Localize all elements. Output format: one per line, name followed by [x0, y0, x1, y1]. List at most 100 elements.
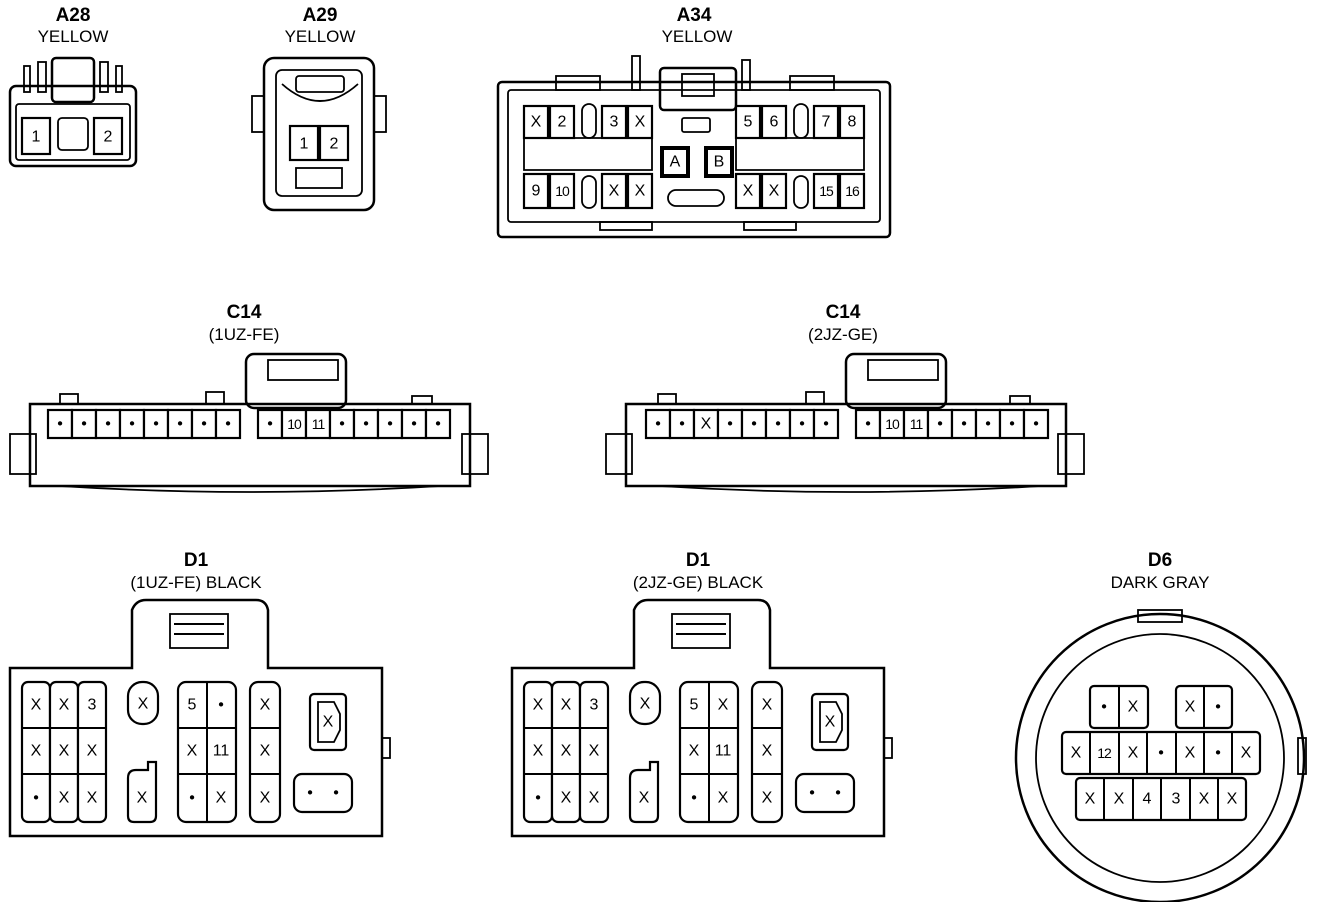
d1-1uz-lock	[169, 613, 229, 649]
a34-slot	[793, 103, 809, 139]
a29-cavity-2	[318, 124, 350, 162]
c14-1uz-pin: •	[387, 416, 393, 433]
connector-a29: A29 YELLOW 1 2	[251, 5, 387, 212]
d6-pin: X	[1085, 791, 1096, 808]
c14-2jz-cavity	[644, 408, 672, 440]
d1-2jz-pin: X	[718, 790, 729, 807]
a34-pin: 10	[555, 183, 570, 199]
a34-pin: 5	[744, 114, 753, 131]
d1-2jz-pair	[794, 772, 856, 814]
a29-color: YELLOW	[285, 27, 356, 46]
a34-cavity	[522, 104, 550, 140]
c14-2jz-lock	[844, 352, 948, 410]
d1-2jz-pin: X	[589, 743, 600, 760]
c14-1uz-lock	[244, 352, 348, 410]
d6-row-3: X X 4 3 X X	[1074, 776, 1248, 822]
c14-2jz-cavity	[974, 408, 1002, 440]
c14-1uz-pin: •	[411, 416, 417, 433]
d1-2jz-pin: 5	[690, 697, 699, 714]
d1-1uz-housing	[8, 598, 384, 838]
connector-a28: A28 YELLOW 1 2	[8, 5, 138, 168]
c14-1uz-foot	[59, 485, 441, 493]
c14-1uz-cavity	[94, 408, 122, 440]
c14-2jz-pin: •	[961, 416, 967, 433]
d1-1uz-pin: •	[307, 785, 313, 802]
a28-color: YELLOW	[38, 27, 109, 46]
a34-cavity	[600, 172, 628, 210]
a34-cavity	[522, 172, 550, 210]
a29-pin-1: 1	[300, 136, 309, 153]
d6-id: D6	[1148, 550, 1172, 571]
d1-2jz-pin: X	[640, 696, 651, 713]
c14-2jz-pin: •	[751, 416, 757, 433]
a34-foot-left	[599, 221, 653, 231]
d1-2jz-single-bottom	[628, 760, 660, 824]
d1-1uz-pin: •	[333, 785, 339, 802]
connector-a34: A34 YELLOW X 2 3 X 5	[496, 5, 892, 239]
a28-center-key	[57, 117, 89, 151]
d1-1uz-grid-a: X X 3 X X X • X X	[20, 680, 108, 824]
c14-2jz-variant: (2JZ-GE)	[808, 325, 878, 344]
c14-1uz-cavity	[400, 408, 428, 440]
a34-key-a	[660, 146, 690, 178]
c14-2jz-cavity	[854, 408, 882, 440]
a28-face	[15, 103, 131, 161]
d1-2jz-pin: X	[533, 743, 544, 760]
a34-cavity	[812, 172, 840, 210]
c14-2jz-pin: •	[679, 416, 685, 433]
c14-2jz-pin: •	[1009, 416, 1015, 433]
d1-2jz-pin: 11	[715, 743, 732, 760]
d6-pin: X	[1128, 699, 1139, 716]
d1-1uz-grid-b: 5 • X 11 • X	[176, 680, 238, 824]
c14-2jz-ear-right	[1057, 433, 1085, 475]
connector-d6: D6 DARK GRAY • X X • X 12 X •	[1014, 550, 1307, 902]
d1-1uz-pin: X	[260, 790, 271, 807]
c14-2jz-pin: •	[865, 416, 871, 433]
d6-pin: X	[1241, 745, 1252, 762]
a34-cavity	[760, 172, 788, 210]
d6-row-1: • X X •	[1088, 684, 1234, 730]
a34-pin: 8	[848, 114, 857, 131]
a29-side-tab-left	[251, 95, 265, 133]
a34-housing	[496, 80, 892, 239]
c14-1uz-cavity	[214, 408, 242, 440]
a29-cavity-1	[288, 124, 320, 162]
d1-2jz-column	[578, 680, 610, 824]
a34-top-rib-right	[789, 75, 835, 91]
c14-2jz-ear-left	[605, 433, 633, 475]
d1-2jz-single-top	[628, 680, 662, 726]
a34-color: YELLOW	[662, 27, 733, 46]
a29-latch-arc	[281, 83, 359, 102]
a28-pin-1: 1	[32, 129, 41, 146]
a34-top-right-group: 5 6 7 8	[734, 103, 866, 140]
d1-2jz-id: D1	[686, 550, 711, 571]
d6-pin: •	[1215, 745, 1221, 762]
a29-face	[275, 69, 363, 197]
d6-inner-ring	[1035, 633, 1285, 883]
d6-color: DARK GRAY	[1111, 573, 1210, 592]
a34-cavity	[734, 172, 762, 210]
a34-key-a-label: A	[670, 154, 681, 171]
a34-bottom-slot	[667, 189, 725, 207]
c14-2jz-pin: 10	[885, 416, 900, 432]
d1-2jz-housing	[510, 598, 886, 838]
d1-2jz-pin: X	[561, 790, 572, 807]
d1-2jz-grid-b: 5 X X 11 • X	[678, 680, 740, 824]
c14-2jz-rib	[657, 393, 677, 405]
a28-rib-right	[115, 65, 123, 93]
d1-1uz-pin: •	[33, 790, 39, 807]
c14-2jz-pin: •	[775, 416, 781, 433]
c14-1uz-pin: •	[105, 416, 111, 433]
a34-top-rib-left	[555, 75, 601, 91]
connector-c14-2jz: C14 (2JZ-GE) • • X • • • • •	[605, 302, 1085, 493]
c14-1uz-pin: •	[225, 416, 231, 433]
a34-top-left-group: X 2 3 X	[522, 103, 654, 140]
d1-1uz-key-inner	[317, 701, 341, 743]
c14-1uz-cavity	[256, 408, 284, 440]
c14-1uz-cavity	[352, 408, 380, 440]
a34-pin: 9	[532, 183, 541, 200]
a34-key-b	[704, 146, 734, 178]
c14-2jz-pin: X	[701, 416, 712, 433]
d6-pin: •	[1215, 699, 1221, 716]
